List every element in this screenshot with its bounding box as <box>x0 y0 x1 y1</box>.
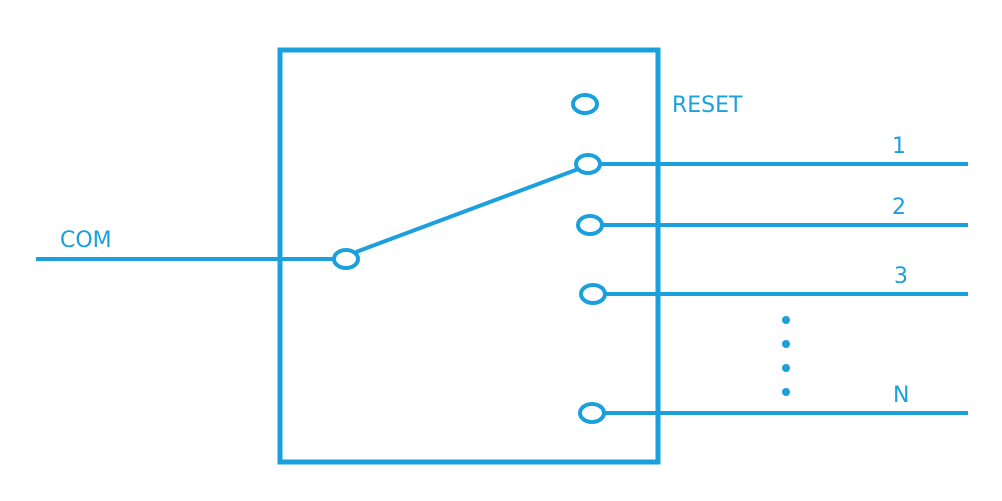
output-2-terminal <box>576 214 604 236</box>
reset-label: RESET <box>672 93 743 118</box>
output-3-label: 3 <box>894 264 908 289</box>
ellipsis-dot <box>782 316 790 324</box>
output-2-label: 2 <box>892 195 906 220</box>
ellipsis-dot <box>782 340 790 348</box>
com-pivot-terminal <box>332 248 360 270</box>
ellipsis-dot <box>782 388 790 396</box>
output-1-label: 1 <box>892 134 906 159</box>
com-label: COM <box>60 228 112 253</box>
ellipsis-dot <box>782 364 790 372</box>
output-n-terminal <box>578 402 606 424</box>
switch-arm <box>355 166 582 254</box>
output-3-terminal <box>579 283 607 305</box>
output-1-terminal <box>574 153 602 175</box>
switch-housing <box>277 47 661 465</box>
reset-terminal <box>571 93 599 115</box>
output-n-label: N <box>893 383 909 408</box>
